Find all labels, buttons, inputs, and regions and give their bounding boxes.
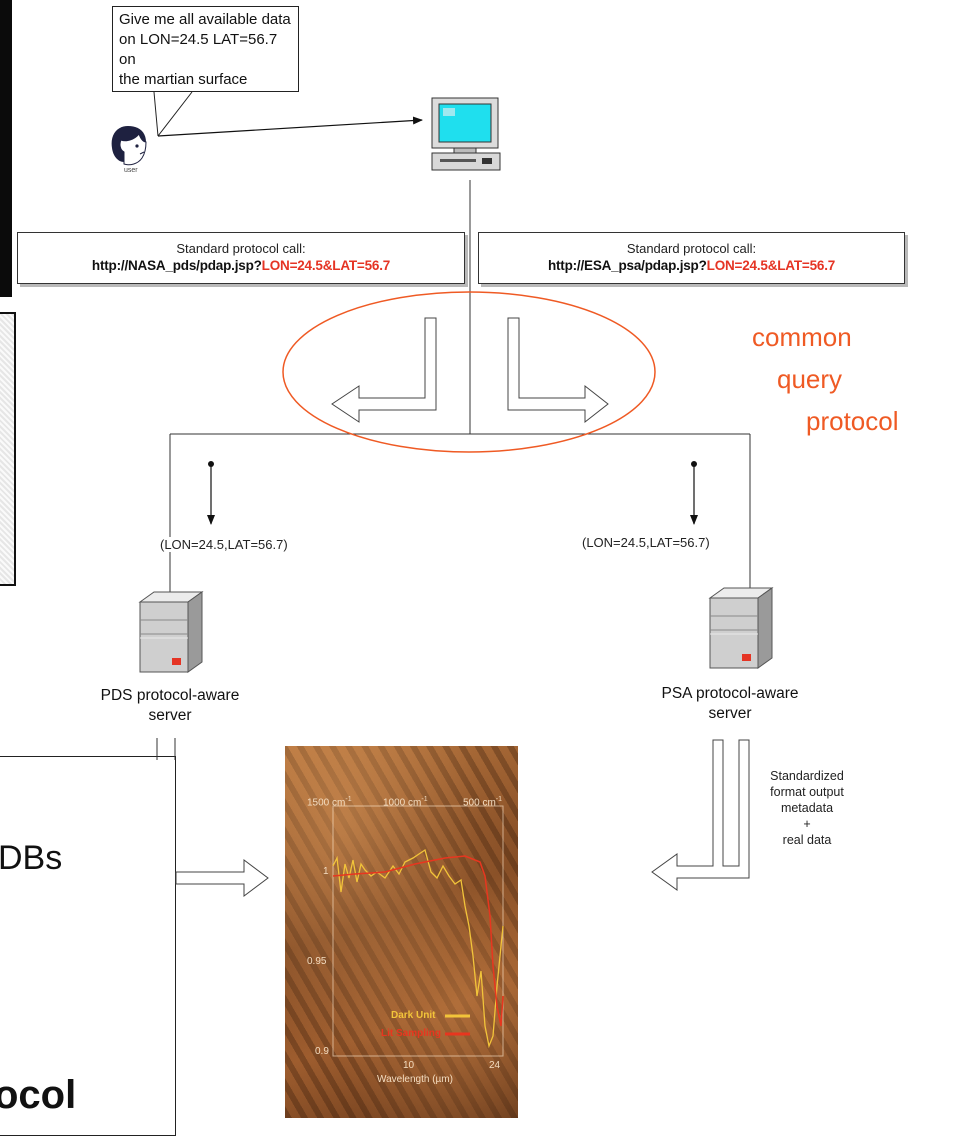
left-slide-text-dbs: DBs [0,839,63,877]
esa-protocol-call-box: Standard protocol call: http://ESA_psa/p… [478,232,905,284]
common-query-line3: protocol [806,406,899,436]
user-label: user [124,167,138,174]
hollow-arrow-into-spectrum-left [175,859,269,897]
nasa-protocol-call-box: Standard protocol call: http://NASA_pds/… [17,232,465,284]
std-output-line1: Standardized [770,769,844,783]
nasa-url-prefix: http://NASA_pds/pdap.jsp? [91,258,262,273]
left-coordinates: (LON=24.5,LAT=56.7) [158,537,290,552]
spectrum-plot [332,805,504,1057]
psa-server-label: PSA protocol-aware server [630,684,830,724]
spectrum-legend-lit-sampling: Lit Sampling [381,1028,441,1039]
spectrum-y-tick-1: 1 [323,866,329,877]
left-slide-text-ocol: ocol [0,1073,77,1117]
spectrum-legend-dark-unit: Dark Unit [391,1010,436,1021]
esa-call-url[interactable]: http://ESA_psa/pdap.jsp?LON=24.5&LAT=56.… [479,257,904,274]
psa-server-tower-icon [708,587,774,669]
esa-url-query: LON=24.5&LAT=56.7 [706,258,836,273]
computer-terminal-icon [431,97,501,171]
common-query-line1: common [752,322,852,352]
left-slide-frame [0,0,12,297]
hollow-arrow-left [331,317,437,423]
pds-server-label-line2: server [148,707,192,724]
esa-url-prefix: http://ESA_psa/pdap.jsp? [547,258,707,273]
std-output-line5: real data [782,833,832,847]
std-output-line4: + [803,817,811,831]
std-output-line3: metadata [780,801,834,815]
left-slide-hatched-panel [0,312,16,586]
pds-server-label-line1: PDS protocol-aware [100,687,240,704]
spectrum-y-tick-09: 0.9 [315,1046,329,1057]
common-query-ellipse [282,291,656,453]
pds-server-label: PDS protocol-aware server [70,686,270,726]
std-output-line2: format output [770,785,844,799]
pds-server-tower-icon [138,591,204,673]
psa-server-label-line1: PSA protocol-aware [661,685,799,702]
nasa-call-url[interactable]: http://NASA_pds/pdap.jsp?LON=24.5&LAT=56… [18,257,464,274]
spectrum-series-lit-sampling [332,855,504,1027]
left-slide-text-box [0,756,176,1136]
nasa-url-query: LON=24.5&LAT=56.7 [261,258,391,273]
spectrum-y-tick-095: 0.95 [307,956,327,967]
spectrum-top-label-1500: 1500 cm-1 [307,796,352,809]
spectrum-top-label-500: 500 cm-1 [463,796,503,809]
hollow-arrow-into-spectrum-right [651,739,750,891]
spectrum-x-tick-24: 24 [489,1060,501,1071]
user-speech-bubble: Give me all available data on LON=24.5 L… [112,6,299,92]
user-head-icon [111,126,147,166]
user-to-computer-arrow [157,116,423,137]
nasa-call-title: Standard protocol call: [176,241,306,256]
common-query-line2: query [777,364,843,394]
esa-call-title: Standard protocol call: [626,241,757,256]
speech-pointer [153,91,193,137]
standardized-output-text: Standardized format output metadata + re… [752,768,862,848]
right-coordinates: (LON=24.5,LAT=56.7) [580,535,712,550]
spectrum-image: 1500 cm-1 1000 cm-1 500 cm-1 1 0.95 0.9 … [285,746,518,1118]
spectrum-top-label-1000: 1000 cm-1 [383,796,428,809]
spectrum-x-tick-10: 10 [403,1060,415,1071]
spectrum-x-label: Wavelength (µm) [377,1074,453,1085]
hollow-arrow-right [507,317,609,424]
psa-server-label-line2: server [708,705,752,722]
